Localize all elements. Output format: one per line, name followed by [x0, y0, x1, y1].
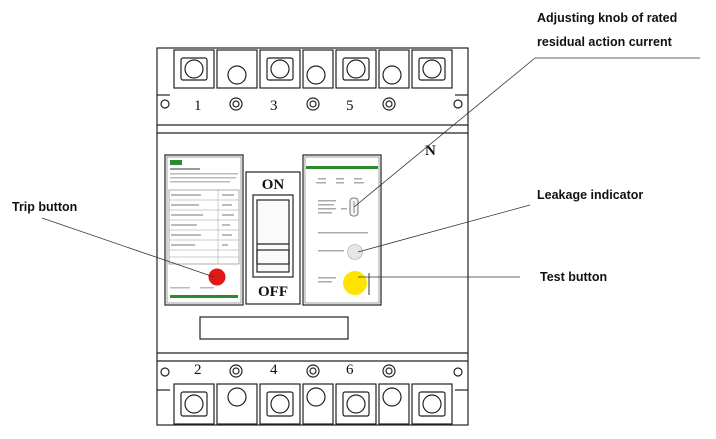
trip-button[interactable] — [208, 268, 226, 286]
neutral-label: N — [425, 143, 436, 159]
spec-label-panel — [164, 154, 244, 306]
terminal-top-screw-a — [216, 49, 258, 89]
terminal-top-1 — [173, 49, 215, 89]
rcd-label-strip — [306, 166, 378, 169]
label-strip — [170, 295, 238, 298]
spec-table — [168, 189, 240, 265]
adjusting-knob-callout-line2: residual action current — [537, 35, 673, 49]
trip-button-callout: Trip button — [12, 200, 77, 214]
terminal-top-3 — [259, 49, 301, 89]
leakage-indicator-leader — [357, 204, 531, 253]
terminal-label-5: 5 — [346, 98, 354, 114]
nameplate-slot — [199, 316, 349, 340]
test-button-callout: Test button — [540, 270, 607, 284]
terminal-label-1: 1 — [194, 98, 202, 114]
screw-icon — [382, 97, 396, 111]
switch-handle[interactable] — [252, 194, 294, 278]
terminal-bottom-4 — [259, 383, 301, 425]
terminal-label-4: 4 — [270, 362, 278, 378]
brand-logo — [170, 160, 182, 165]
terminal-label-2: 2 — [194, 362, 202, 378]
test-button[interactable] — [343, 271, 367, 295]
leakage-indicator-callout: Leakage indicator — [537, 188, 643, 202]
terminal-bottom-6 — [335, 383, 377, 425]
terminal-top-n — [411, 49, 453, 89]
screw-icon — [382, 364, 396, 378]
screw-icon — [229, 364, 243, 378]
adjusting-knob-callout-line1: Adjusting knob of rated — [537, 11, 677, 25]
mount-hole-icon — [453, 99, 463, 109]
leakage-indicator — [347, 244, 363, 260]
breaker-body — [156, 47, 469, 426]
terminal-bottom-screw-c — [378, 383, 410, 425]
top-terminal-block: 1 3 5 — [160, 49, 463, 114]
screw-icon — [306, 364, 320, 378]
terminal-top-screw-c — [378, 49, 410, 89]
terminal-bottom-screw-b — [302, 383, 334, 425]
terminal-bottom-screw-a — [216, 383, 258, 425]
screw-icon — [229, 97, 243, 111]
screw-icon — [306, 97, 320, 111]
terminal-bottom-2 — [173, 383, 215, 425]
rcd-module — [302, 154, 382, 306]
terminal-label-3: 3 — [270, 98, 278, 114]
switch-assembly: ON OFF — [245, 171, 301, 305]
switch-on-label: ON — [262, 177, 285, 193]
mount-hole-icon — [453, 367, 463, 377]
adjusting-knob-leader — [353, 57, 536, 208]
mount-hole-icon — [160, 99, 170, 109]
terminal-label-6: 6 — [346, 362, 354, 378]
terminal-top-5 — [335, 49, 377, 89]
mount-hole-icon — [160, 367, 170, 377]
terminal-bottom-n — [411, 383, 453, 425]
switch-off-label: OFF — [258, 284, 288, 300]
terminal-top-screw-b — [302, 49, 334, 89]
trip-button-leader — [41, 217, 215, 278]
callout-lines — [41, 57, 700, 278]
bottom-terminal-block: 2 4 6 — [160, 362, 463, 425]
